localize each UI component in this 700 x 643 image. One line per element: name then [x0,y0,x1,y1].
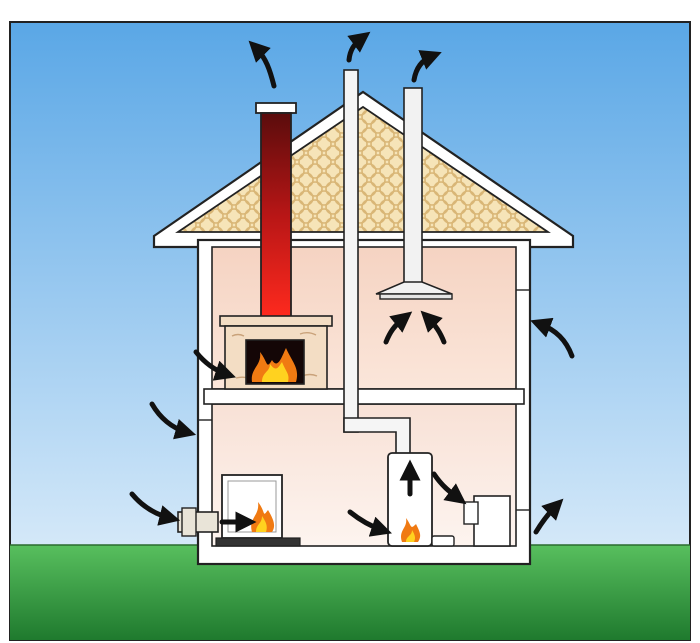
air-flow-arrow-icon [420,310,447,345]
vent-pipe [343,69,411,456]
air-flow-arrows [129,31,575,537]
air-flow-arrow-icon [411,50,442,83]
range-hood-icon [375,87,453,300]
air-flow-arrow-icon [129,491,181,526]
air-flow-arrow-icon [248,40,277,89]
air-flow-arrow-icon [149,401,197,440]
water-heater-icon [387,452,433,547]
air-flow-arrow-icon [346,31,371,63]
air-flow-arrow-icon [530,317,575,359]
air-flow-arrow-icon [431,471,467,505]
air-flow-arrow-icon [383,311,413,345]
air-flow-arrow-icon [193,349,236,381]
fireplace-icon [219,315,333,390]
chimney-icon [255,102,297,319]
air-flow-arrow-icon [533,498,564,535]
clothes-dryer-icon [431,495,511,547]
floor-slab [203,388,525,405]
air-flow-arrow-icon [347,509,392,537]
